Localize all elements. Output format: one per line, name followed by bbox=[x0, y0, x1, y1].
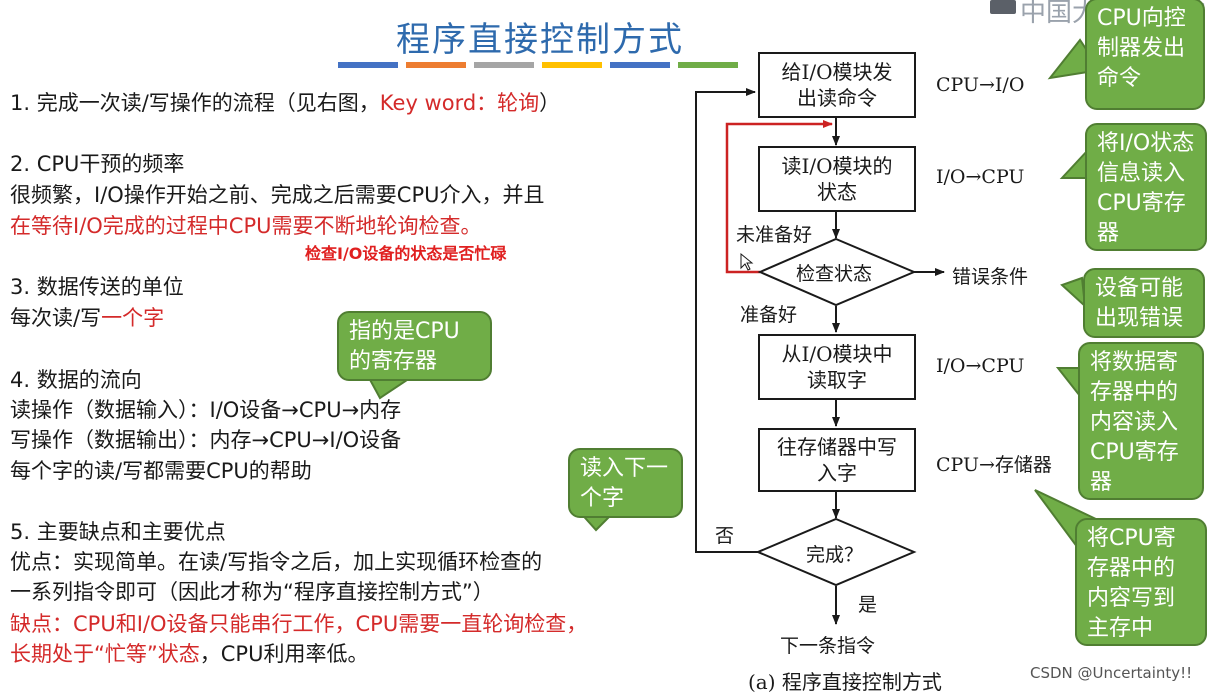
box-send-read-command: 给I/O模块发出读命令 bbox=[758, 52, 916, 118]
callout-3-tail bbox=[1060, 276, 1087, 309]
mooc-logo bbox=[990, 0, 1016, 14]
callout-cpu-register: 指的是CPU的寄存器 bbox=[337, 311, 492, 381]
box-write-memory-label: 往存储器中写入字 bbox=[777, 435, 897, 485]
section-4-line2: 写操作（数据输出）：内存→CPU→I/O设备 bbox=[10, 428, 402, 452]
color-bar-5 bbox=[610, 62, 670, 68]
section-5-title: 5. 主要缺点和主要优点 bbox=[10, 520, 226, 544]
flowchart-caption: (a) 程序直接控制方式 bbox=[748, 670, 942, 693]
label-yes: 是 bbox=[858, 594, 878, 616]
cursor-icon bbox=[740, 252, 754, 271]
box-read-status-label: 读I/O模块的状态 bbox=[781, 154, 893, 204]
box-read-status: 读I/O模块的状态 bbox=[758, 146, 916, 212]
section-2-note: 检查I/O设备的状态是否忙碌 bbox=[305, 244, 507, 263]
callout-read-next-word: 读入下一个字 bbox=[568, 448, 683, 518]
label-cpu-memory: CPU→存储器 bbox=[936, 454, 1052, 476]
callout-write-main-memory: 将CPU寄存器中的内容写到主存中 bbox=[1075, 518, 1207, 646]
callout-device-error: 设备可能出现错误 bbox=[1083, 268, 1205, 338]
section-2-title: 2. CPU干预的频率 bbox=[10, 152, 185, 176]
section-4-line3: 每个字的读/写都需要CPU的帮助 bbox=[10, 459, 312, 483]
arrow-notready-loop bbox=[725, 120, 833, 274]
diamond-check-status bbox=[757, 237, 917, 307]
box-read-word: 从I/O模块中读取字 bbox=[758, 334, 916, 400]
callout-4-tail bbox=[1055, 367, 1081, 399]
arrow-no-loop bbox=[695, 88, 758, 553]
color-bar-4 bbox=[542, 62, 602, 68]
color-bar-6 bbox=[678, 62, 738, 68]
section-5-line2: 一系列指令即可（因此才称为“程序直接控制方式”） bbox=[10, 580, 494, 604]
label-io-cpu-1: I/O→CPU bbox=[936, 166, 1025, 188]
label-no: 否 bbox=[715, 525, 735, 547]
callout-cpu-command: CPU向控制器发出命令 bbox=[1085, 0, 1205, 110]
section-4-line1: 读操作（数据输入）：I/O设备→CPU→内存 bbox=[10, 398, 402, 422]
diamond-done-label: 完成？ bbox=[806, 544, 864, 566]
section-5-line1: 优点：实现简单。在读/写指令之后，加上实现循环检查的 bbox=[10, 550, 543, 574]
label-io-cpu-2: I/O→CPU bbox=[936, 355, 1025, 377]
section-1-keyword: Key word：轮询 bbox=[379, 91, 540, 115]
next-instruction: 下一条指令 bbox=[780, 635, 876, 657]
callout-status-to-register: 将I/O状态信息读入CPU寄存器 bbox=[1085, 123, 1207, 251]
label-ready: 准备好 bbox=[740, 304, 798, 326]
section-5-line4-red: 长期处于“忙等”状态 bbox=[10, 642, 200, 666]
color-bar-2 bbox=[406, 62, 466, 68]
section-3-title: 3. 数据传送的单位 bbox=[10, 275, 184, 299]
label-not-ready: 未准备好 bbox=[736, 224, 813, 246]
box-read-word-label: 从I/O模块中读取字 bbox=[781, 342, 893, 392]
section-3-prefix: 每次读/写 bbox=[10, 306, 102, 330]
watermark: CSDN @Uncertainty!! bbox=[1030, 664, 1193, 682]
color-bar-1 bbox=[338, 62, 398, 68]
section-3-line: 每次读/写一个字 bbox=[10, 304, 164, 332]
callout-data-register-read: 将数据寄存器中的内容读入CPU寄存器 bbox=[1078, 342, 1204, 500]
section-5-line3: 缺点：CPU和I/O设备只能串行工作，CPU需要一直轮询检查， bbox=[10, 612, 588, 636]
diamond-check-status-label: 检查状态 bbox=[796, 263, 873, 285]
label-cpu-io: CPU→I/O bbox=[936, 74, 1025, 96]
section-4-title: 4. 数据的流向 bbox=[10, 368, 142, 392]
section-5-line4-rest: ，CPU利用率低。 bbox=[199, 642, 369, 666]
section-1-suffix: ） bbox=[539, 91, 561, 115]
section-1: 1. 完成一次读/写操作的流程（见右图，Key word：轮询） bbox=[10, 89, 560, 117]
section-3-red: 一个字 bbox=[101, 306, 165, 330]
page-title: 程序直接控制方式 bbox=[396, 20, 684, 60]
label-error-condition: 错误条件 bbox=[952, 266, 1029, 288]
section-1-prefix: 1. 完成一次读/写操作的流程（见右图， bbox=[10, 91, 380, 115]
section-2-line2: 在等待I/O完成的过程中CPU需要不断地轮询检查。 bbox=[10, 214, 482, 238]
section-2-line1: 很频繁，I/O操作开始之前、完成之后需要CPU介入，并且 bbox=[10, 183, 545, 207]
color-bar-3 bbox=[474, 62, 534, 68]
box-send-read-command-label: 给I/O模块发出读命令 bbox=[781, 60, 893, 110]
section-5-line4: 长期处于“忙等”状态，CPU利用率低。 bbox=[10, 640, 368, 668]
diamond-done bbox=[755, 517, 917, 587]
box-write-memory: 往存储器中写入字 bbox=[758, 428, 916, 492]
